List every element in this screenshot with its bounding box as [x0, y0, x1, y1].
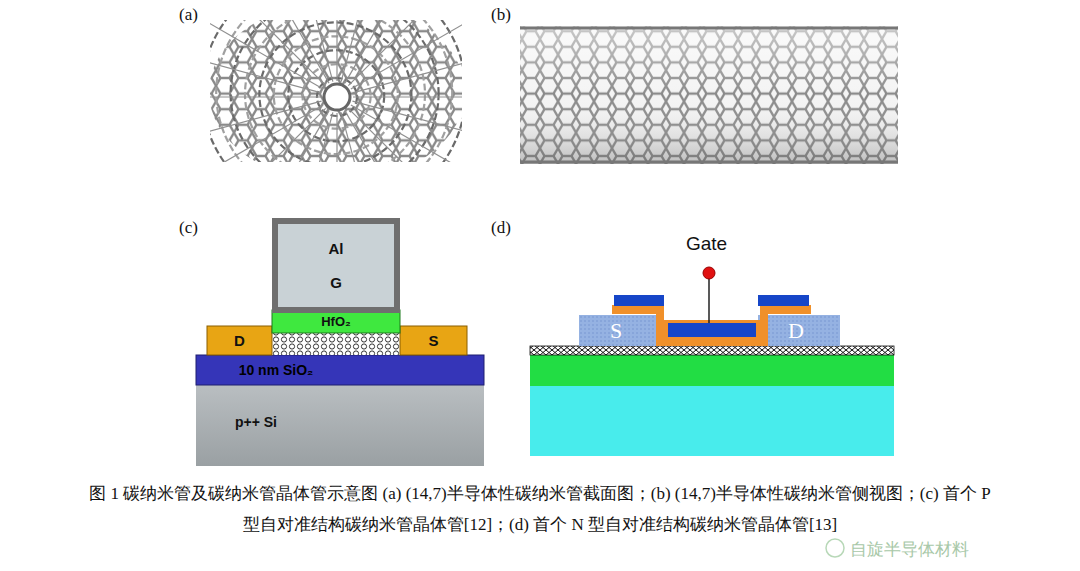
layer-box: p++ Si [196, 400, 316, 444]
nanotube-ring [245, 20, 425, 162]
layer-label: HfO₂ [321, 314, 351, 329]
caption: 图 1 碳纳米管及碳纳米管晶体管示意图 (a) (14,7)半导体性碳纳米管截面… [80, 478, 1000, 540]
nanotube-bond [210, 105, 323, 162]
watermark: 自旋半导体材料 [850, 538, 969, 561]
layer-label: S [428, 332, 438, 349]
nanotube-ring [259, 22, 411, 162]
layer-label: p++ Si [235, 414, 277, 430]
nanotube-bond [210, 101, 322, 136]
nanotube-ring [210, 20, 462, 162]
nanotube-bond [351, 105, 462, 162]
nanotube-bond [353, 96, 462, 97]
layer-label: 10 nm SiO₂ [239, 362, 314, 378]
layer-label: D [234, 332, 245, 349]
layer-box: 10 nm SiO₂ [196, 355, 356, 385]
nanotube-bond [336, 113, 337, 162]
nanotube-bond [210, 96, 321, 97]
nanotube-bond [231, 108, 326, 162]
nanotube-bond [336, 20, 337, 81]
nanotube-bond [352, 101, 462, 136]
nanotube-side-view [520, 26, 898, 164]
layer-label: S [610, 318, 622, 344]
n-type-transistor [530, 267, 894, 456]
nanotube-bond [262, 111, 329, 162]
nanotube-bond [345, 111, 412, 162]
p-type-transistor [196, 221, 484, 466]
terminal-name: Gate [686, 233, 727, 255]
panel-letter: (a) [179, 5, 198, 25]
layer-label: D [788, 318, 804, 344]
panel-letter: (d) [491, 218, 511, 238]
nanotube-bond [348, 108, 443, 162]
gate-terminal [703, 267, 715, 279]
layer-label: G [330, 274, 342, 291]
caption-text: 图 1 碳纳米管及碳纳米管晶体管示意图 (a) (14,7)半导体性碳纳米管截面… [89, 484, 990, 534]
nanotube-bond [348, 20, 443, 86]
nanotube-bond [210, 22, 323, 89]
layer-box: D [207, 326, 272, 355]
layer-box: AlG [278, 224, 394, 307]
nanotube-bond [341, 112, 376, 162]
nanotube-cross-section [210, 20, 462, 162]
panel-letter: (b) [491, 5, 511, 25]
panel-letter: (c) [179, 218, 198, 238]
nanotube-bond [352, 58, 462, 93]
layer-label: Al [329, 240, 344, 257]
layer-box: D [770, 315, 822, 346]
nanotube-ring [216, 20, 452, 162]
watermark-icon [826, 539, 844, 557]
layer-box: HfO₂ [272, 310, 400, 333]
gate-lead [708, 273, 710, 323]
nanotube-bond [298, 20, 333, 82]
nanotube-bond [341, 20, 376, 82]
nanotube-bond [210, 58, 322, 93]
layer-box: S [400, 326, 467, 355]
layer-box: S [590, 315, 642, 346]
